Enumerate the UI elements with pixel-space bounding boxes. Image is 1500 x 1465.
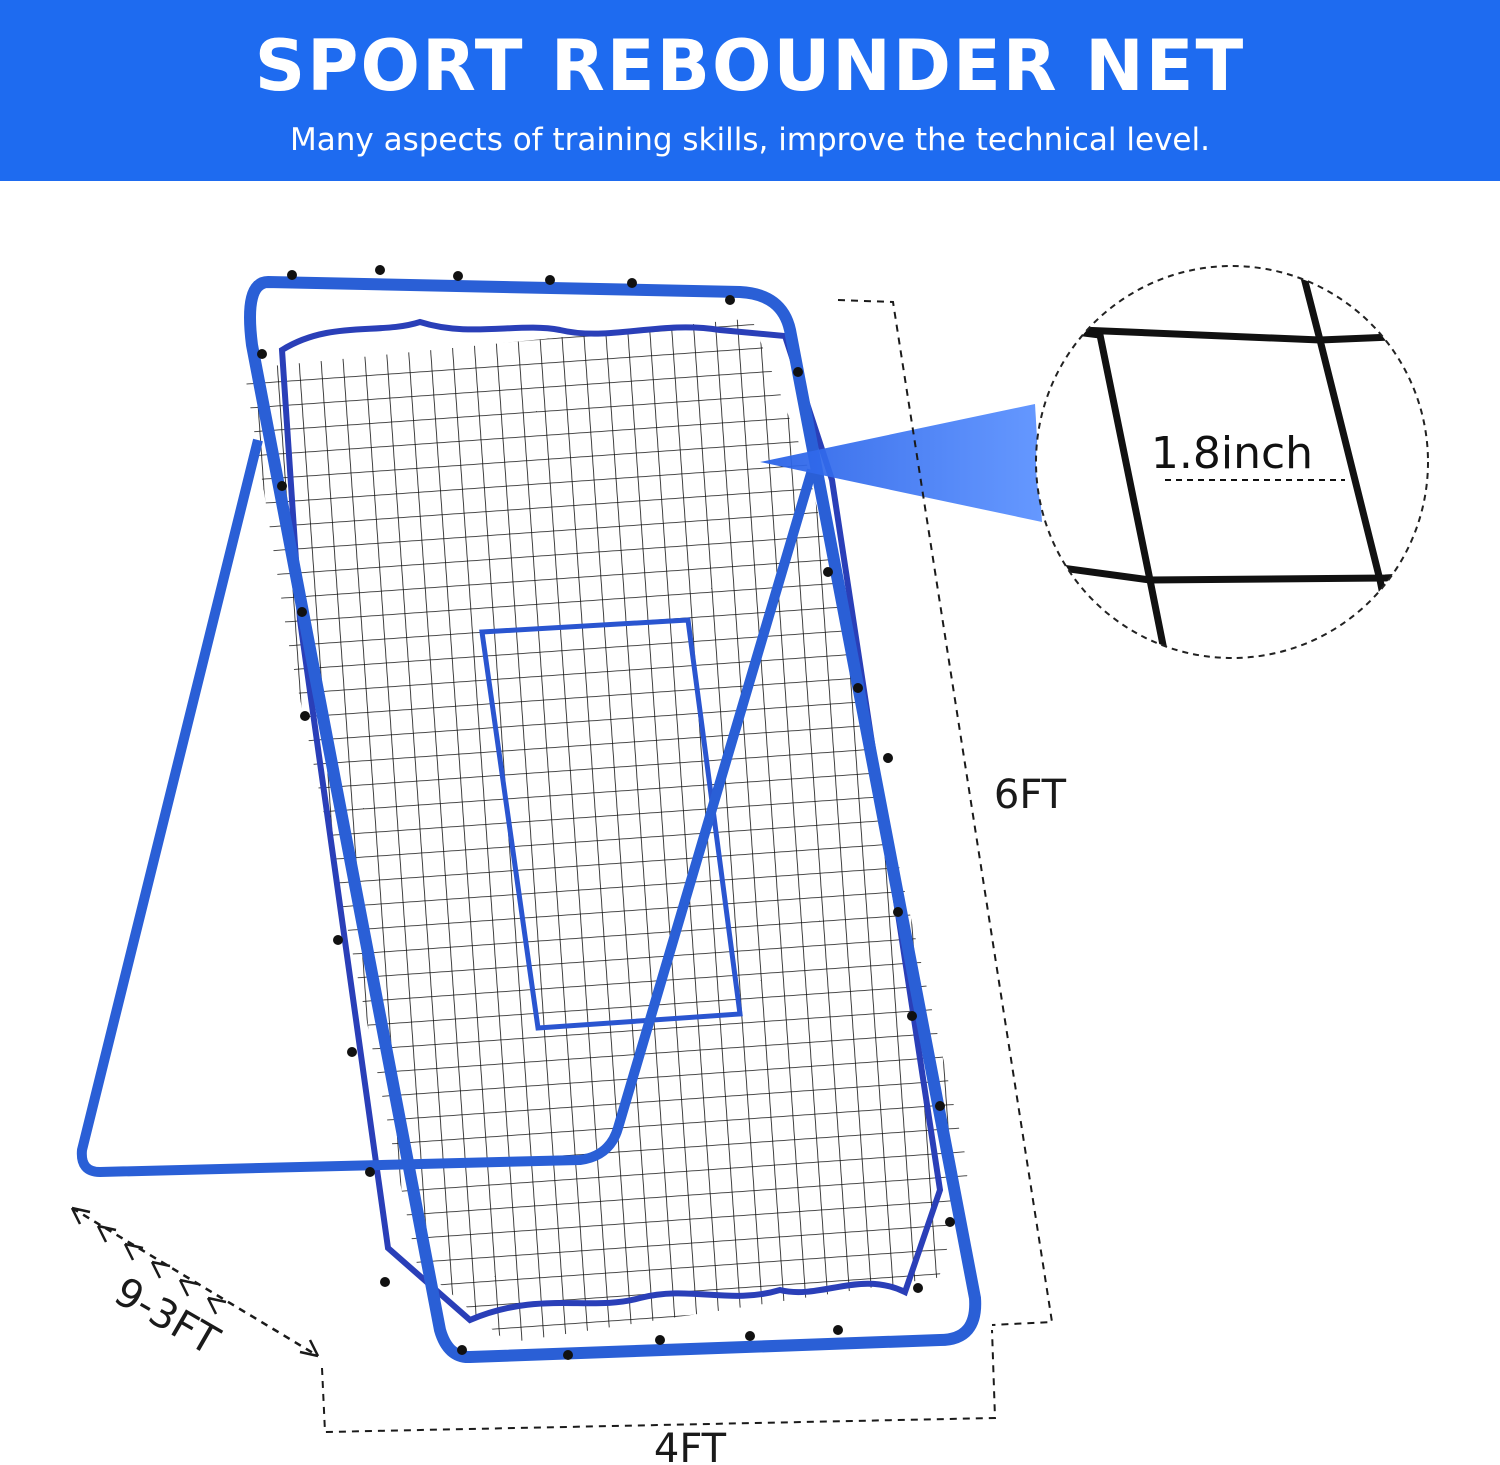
depth-label: 9-3FT [106, 1269, 227, 1365]
mesh-zoom-circle: 1.8inch [1035, 265, 1429, 659]
width-dimension [321, 1329, 997, 1434]
mesh-size-label: 1.8inch [1151, 428, 1313, 479]
net-border [278, 318, 944, 1324]
target-zone [479, 617, 743, 1031]
depth-dimension [70, 1206, 320, 1358]
rebounder-frame [244, 276, 982, 1363]
height-label: 6FT [994, 772, 1067, 818]
net-mesh [243, 307, 979, 1357]
support-leg [76, 438, 817, 1177]
banner-subtitle: Many aspects of training skills, improve… [290, 122, 1210, 158]
width-label: 4FT [654, 1426, 727, 1465]
height-dimension [837, 299, 1054, 1326]
banner-title: SPORT REBOUNDER NET [254, 25, 1246, 107]
zoom-beam [760, 404, 1042, 522]
bungee-clips [257, 265, 955, 1360]
header-banner: SPORT REBOUNDER NET Many aspects of trai… [0, 0, 1500, 181]
